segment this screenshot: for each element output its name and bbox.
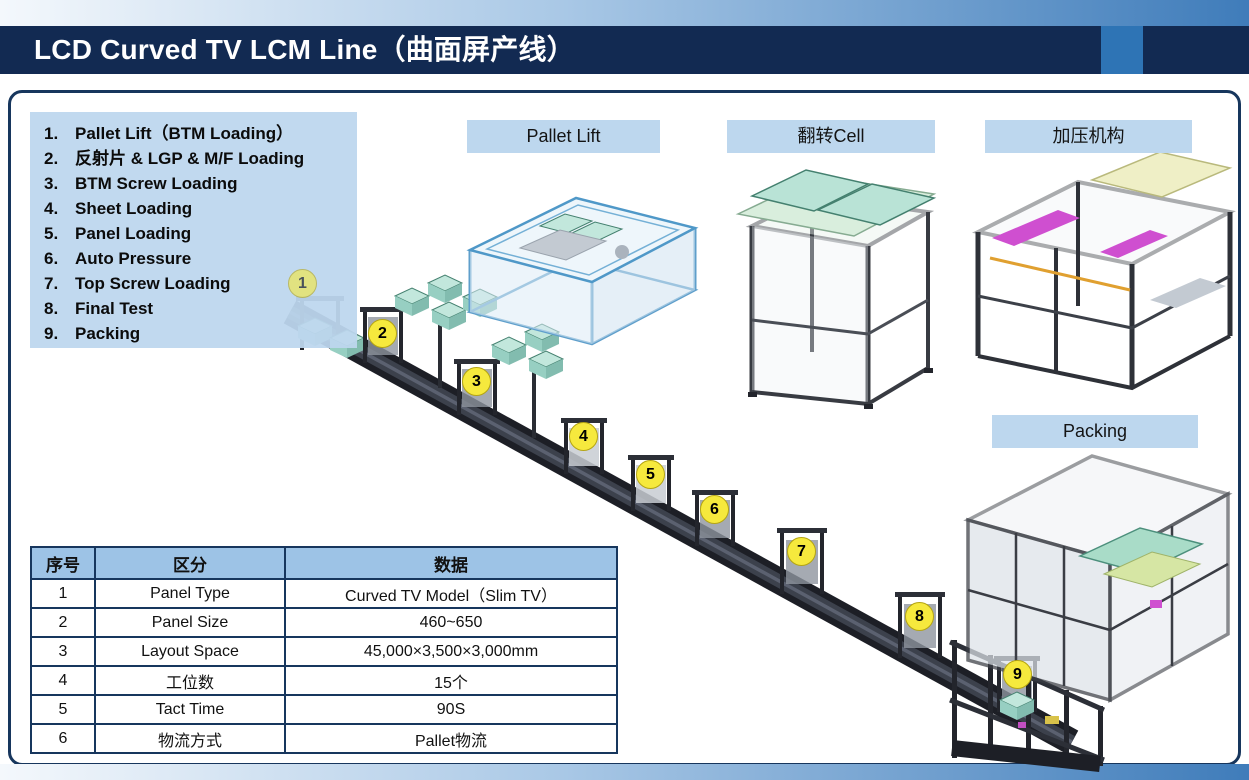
process-item-label: 反射片 & LGP & M/F Loading — [75, 149, 305, 168]
process-item-number: 6. — [44, 249, 59, 268]
bottom-gradient-bar — [0, 764, 1249, 780]
page-title: LCD Curved TV LCM Line（曲面屏产线） — [34, 34, 575, 65]
process-item-9: 9. Packing — [44, 321, 351, 346]
table-row: 3 Layout Space 45,000×3,500×3,000mm — [30, 636, 618, 667]
table-row: 4 工位数 15个 — [30, 665, 618, 696]
spec-header-category: 区分 — [94, 546, 286, 580]
process-item-number: 7. — [44, 274, 59, 293]
line-marker-9: 9 — [1003, 660, 1032, 689]
process-item-2: 2. 反射片 & LGP & M/F Loading — [44, 146, 351, 171]
process-item-label: Final Test — [75, 299, 154, 318]
process-item-label: Panel Loading — [75, 224, 192, 243]
process-item-3: 3. BTM Screw Loading — [44, 171, 351, 196]
process-item-number: 9. — [44, 324, 59, 343]
process-item-1: 1. Pallet Lift（BTM Loading） — [44, 121, 351, 146]
line-marker-1: 1 — [288, 269, 317, 298]
process-item-number: 5. — [44, 224, 59, 243]
process-item-number: 8. — [44, 299, 59, 318]
spec-cell-category: Panel Size — [94, 607, 286, 638]
spec-header-data: 数据 — [284, 546, 618, 580]
line-marker-4: 4 — [569, 422, 598, 451]
table-row: 2 Panel Size 460~650 — [30, 607, 618, 638]
packing-label: Packing — [992, 415, 1198, 448]
process-item-number: 4. — [44, 199, 59, 218]
table-row: 6 物流方式 Pallet物流 — [30, 723, 618, 754]
table-row: 1 Panel Type Curved TV Model（Slim TV） — [30, 578, 618, 609]
process-item-number: 1. — [44, 124, 59, 143]
spec-cell-category: 物流方式 — [94, 723, 286, 754]
spec-table-header-row: 序号 区分 数据 — [30, 546, 618, 580]
spec-cell-data: 45,000×3,500×3,000mm — [284, 636, 618, 667]
line-marker-8: 8 — [905, 602, 934, 631]
line-marker-7: 7 — [787, 537, 816, 566]
pressure-mechanism-label: 加压机构 — [985, 120, 1192, 153]
process-list: 1. Pallet Lift（BTM Loading） 2. 反射片 & LGP &… — [30, 112, 357, 348]
spec-cell-category: Layout Space — [94, 636, 286, 667]
process-item-6: 6. Auto Pressure — [44, 246, 351, 271]
spec-cell-category: Tact Time — [94, 694, 286, 725]
process-item-5: 5. Panel Loading — [44, 221, 351, 246]
spec-cell-data: 15个 — [284, 665, 618, 696]
line-marker-2: 2 — [368, 319, 397, 348]
spec-cell-category: Panel Type — [94, 578, 286, 609]
line-marker-5: 5 — [636, 460, 665, 489]
process-item-number: 2. — [44, 149, 59, 168]
process-item-label: Pallet Lift（BTM Loading） — [75, 124, 294, 143]
process-item-number: 3. — [44, 174, 59, 193]
spec-cell-data: 90S — [284, 694, 618, 725]
line-marker-6: 6 — [700, 495, 729, 524]
spec-cell-data: Pallet物流 — [284, 723, 618, 754]
spec-cell-data: Curved TV Model（Slim TV） — [284, 578, 618, 609]
process-item-label: Auto Pressure — [75, 249, 192, 268]
spec-cell-no: 3 — [30, 636, 96, 667]
process-item-label: Top Screw Loading — [75, 274, 231, 293]
spec-cell-category: 工位数 — [94, 665, 286, 696]
line-marker-3: 3 — [462, 367, 491, 396]
process-item-4: 4. Sheet Loading — [44, 196, 351, 221]
spec-header-no: 序号 — [30, 546, 96, 580]
title-accent-block — [1101, 26, 1143, 74]
process-item-label: Packing — [75, 324, 141, 343]
spec-cell-no: 5 — [30, 694, 96, 725]
title-bar: LCD Curved TV LCM Line（曲面屏产线） — [0, 26, 1249, 74]
top-gradient-bar — [0, 0, 1249, 26]
spec-cell-no: 1 — [30, 578, 96, 609]
process-item-label: Sheet Loading — [75, 199, 193, 218]
flip-cell-label: 翻转Cell — [727, 120, 935, 153]
spec-table: 序号 区分 数据 1 Panel Type Curved TV Model（Sl… — [30, 546, 618, 754]
spec-cell-data: 460~650 — [284, 607, 618, 638]
process-item-label: BTM Screw Loading — [75, 174, 238, 193]
process-item-7: 7. Top Screw Loading — [44, 271, 351, 296]
table-row: 5 Tact Time 90S — [30, 694, 618, 725]
spec-cell-no: 6 — [30, 723, 96, 754]
spec-cell-no: 4 — [30, 665, 96, 696]
pallet-lift-label: Pallet Lift — [467, 120, 660, 153]
process-item-8: 8. Final Test — [44, 296, 351, 321]
spec-cell-no: 2 — [30, 607, 96, 638]
